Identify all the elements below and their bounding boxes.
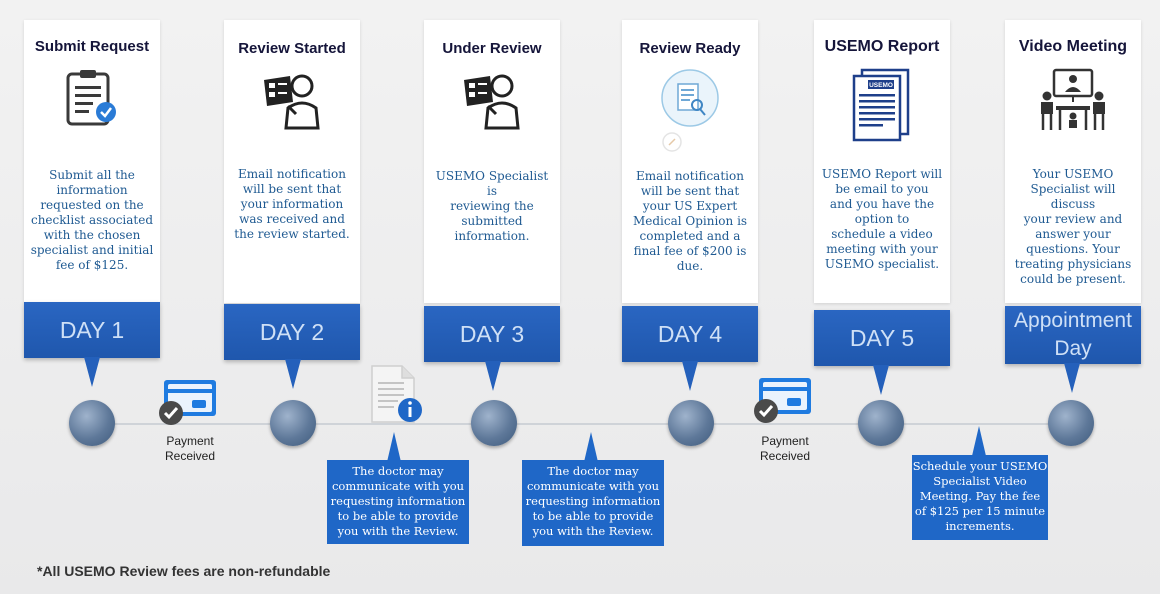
step-description: USEMO Specialist is reviewing the submit… xyxy=(435,169,549,243)
day-pointer xyxy=(285,359,301,389)
timeline-node-day-2 xyxy=(270,400,316,446)
document-search-icon xyxy=(658,68,722,157)
step-title: Video Meeting xyxy=(1018,38,1128,55)
day-pointer xyxy=(873,365,889,395)
day-pointer xyxy=(485,361,501,391)
note-doctor-communication: The doctor may communicate with you requ… xyxy=(327,460,469,544)
payment-card-icon xyxy=(156,378,220,433)
step-description: Email notification will be sent that you… xyxy=(632,169,748,273)
note-pointer xyxy=(972,426,986,456)
day-badge-2: DAY 2 xyxy=(224,304,360,360)
step-title: Under Review xyxy=(442,40,542,57)
document-info-icon xyxy=(366,364,428,431)
timeline-node-day-5 xyxy=(858,400,904,446)
day-pointer xyxy=(1064,363,1080,393)
step-card-usemo-report: USEMO Report USEMO USEMO Report will be … xyxy=(814,20,950,303)
step-description: USEMO Report will be email to you and yo… xyxy=(821,167,943,271)
clipboard-check-icon xyxy=(64,68,120,133)
step-card-video-meeting: Video Meeting Your USEMO Specialist will… xyxy=(1005,20,1141,303)
day-badge-4: DAY 4 xyxy=(622,306,758,362)
step-title: USEMO Report xyxy=(824,38,940,55)
payment-received-label: Payment Received xyxy=(759,434,811,463)
step-description: Email notification will be sent that you… xyxy=(234,167,350,241)
day-badge-3: DAY 3 xyxy=(424,306,560,362)
report-document-icon: USEMO xyxy=(850,68,914,147)
report-logo-text: USEMO xyxy=(869,82,893,89)
timeline-line xyxy=(92,423,1072,425)
footnote: *All USEMO Review fees are non-refundabl… xyxy=(37,563,331,579)
video-meeting-icon xyxy=(1038,68,1108,139)
payment-card-icon xyxy=(751,376,815,431)
step-card-review-started: Review Started Email notification will b… xyxy=(224,20,360,303)
day-badge-1: DAY 1 xyxy=(24,302,160,358)
note-pointer xyxy=(584,432,598,462)
payment-received-label: Payment Received xyxy=(164,434,216,463)
note-pointer xyxy=(387,432,401,462)
note-schedule-video-meeting: Schedule your USEMO Specialist Video Mee… xyxy=(912,455,1048,540)
step-description: Submit all the information requested on … xyxy=(30,168,154,272)
step-description: Your USEMO Specialist will discuss your … xyxy=(1014,167,1132,286)
day-badge-appointment: Appointment Day xyxy=(1005,306,1141,364)
reviewer-icon xyxy=(260,70,324,135)
day-pointer xyxy=(84,357,100,387)
step-title: Review Started xyxy=(238,40,346,57)
reviewer-icon xyxy=(460,70,524,135)
step-card-review-ready: Review Ready Email notification will be … xyxy=(622,20,758,303)
day-badge-5: DAY 5 xyxy=(814,310,950,366)
step-card-under-review: Under Review USEMO Specialist is reviewi… xyxy=(424,20,560,303)
step-title: Submit Request xyxy=(34,38,150,55)
timeline-node-day-1 xyxy=(69,400,115,446)
step-title: Review Ready xyxy=(639,40,741,57)
note-doctor-communication: The doctor may communicate with you requ… xyxy=(522,460,664,546)
timeline-node-day-3 xyxy=(471,400,517,446)
timeline-node-appointment xyxy=(1048,400,1094,446)
step-card-submit-request: Submit Request Submit all the informatio… xyxy=(24,20,160,303)
timeline-node-day-4 xyxy=(668,400,714,446)
day-pointer xyxy=(682,361,698,391)
